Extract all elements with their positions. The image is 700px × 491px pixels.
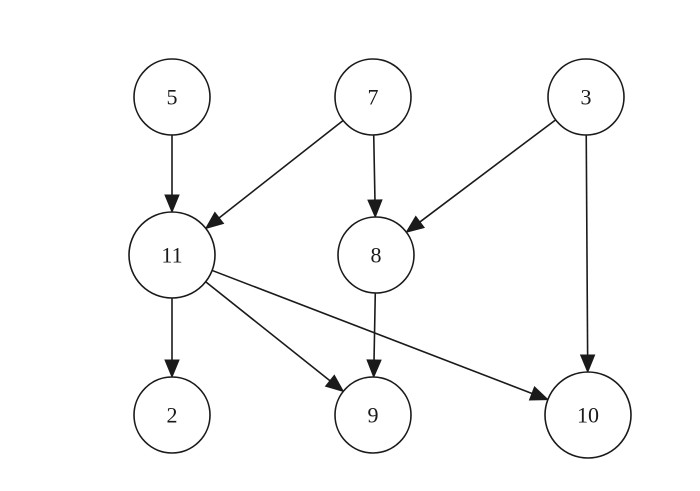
node-11: 11 <box>128 211 216 299</box>
arrowhead-icon <box>164 359 180 379</box>
edge-5-to-11 <box>164 135 180 214</box>
edge-line <box>585 134 589 356</box>
node-label: 9 <box>368 403 379 428</box>
node-5: 5 <box>133 58 211 136</box>
node-circle <box>544 371 632 459</box>
edge-11-to-9 <box>205 281 345 393</box>
node-circle <box>337 216 415 294</box>
node-8: 8 <box>337 216 415 294</box>
node-10: 10 <box>544 371 632 459</box>
node-label: 3 <box>581 85 592 110</box>
arrowhead-icon <box>579 354 596 374</box>
arrowhead-icon <box>405 215 426 233</box>
node-7: 7 <box>334 58 412 136</box>
edge-line <box>372 134 376 201</box>
arrowhead-icon <box>366 359 382 379</box>
node-circle <box>133 58 211 136</box>
node-circle <box>547 58 625 136</box>
edge-3-to-10 <box>579 134 596 374</box>
edge-8-to-9 <box>366 292 382 379</box>
edge-line <box>419 119 557 223</box>
node-label: 7 <box>368 85 379 110</box>
arrowhead-icon <box>324 374 345 393</box>
node-label: 11 <box>161 243 182 268</box>
edge-11-to-10 <box>211 269 550 401</box>
arrowhead-icon <box>164 194 180 214</box>
edge-line <box>211 269 533 395</box>
node-circle <box>334 58 412 136</box>
edge-7-to-8 <box>367 134 383 219</box>
node-9: 9 <box>334 376 412 454</box>
arrowhead-icon <box>528 386 550 401</box>
arrowhead-icon <box>367 199 383 219</box>
nodes-layer: 5 7 3 11 8 2 9 10 <box>128 58 632 459</box>
node-circle <box>128 211 216 299</box>
edge-11-to-2 <box>164 298 180 379</box>
edge-7-to-11 <box>204 119 344 230</box>
node-circle <box>133 376 211 454</box>
node-3: 3 <box>547 58 625 136</box>
edge-line <box>205 281 331 382</box>
node-label: 2 <box>167 403 178 428</box>
edge-line <box>373 292 377 361</box>
edge-line <box>218 119 344 219</box>
edges-layer <box>164 119 596 401</box>
arrowhead-icon <box>204 211 225 230</box>
node-label: 10 <box>577 403 599 428</box>
edge-3-to-8 <box>405 119 557 233</box>
node-circle <box>334 376 412 454</box>
node-label: 8 <box>371 243 382 268</box>
node-2: 2 <box>133 376 211 454</box>
node-label: 5 <box>167 85 178 110</box>
